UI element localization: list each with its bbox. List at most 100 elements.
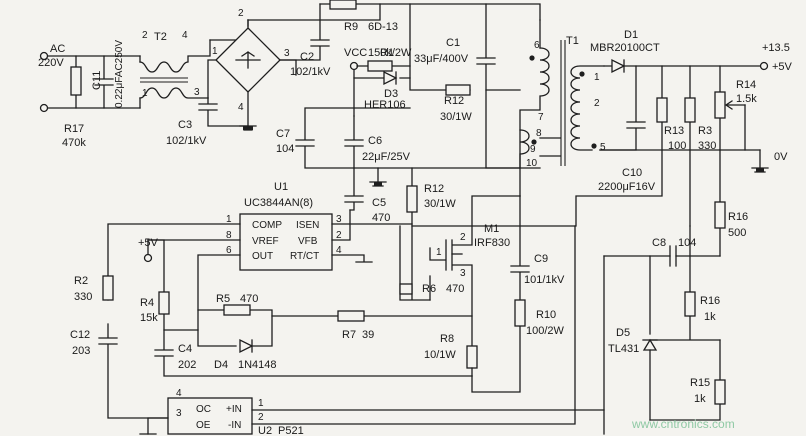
label-r10: R10 xyxy=(536,309,556,321)
label-c7-value: 104 xyxy=(276,143,294,155)
label-m1: M1 xyxy=(484,223,499,235)
r8-resistor xyxy=(466,345,478,369)
label-c4-value: 202 xyxy=(178,359,196,371)
plus5v-terminal xyxy=(143,253,153,263)
label-plus13-5: +13.5 xyxy=(762,42,790,54)
label-d3-ref: D3 xyxy=(384,88,398,100)
u1-pin-2: 2 xyxy=(336,230,342,241)
r9-thermistor xyxy=(329,0,357,10)
r6-resistor xyxy=(399,283,413,295)
label-d1: D1 xyxy=(624,29,638,41)
t2-pin-1: 1 xyxy=(142,88,148,99)
output-terminal xyxy=(759,61,769,71)
u2-pin-2: 2 xyxy=(258,412,264,423)
t1-pin-5: 5 xyxy=(600,142,606,153)
label-r4-value: 15k xyxy=(140,312,158,324)
label-r12b-value: 30/1W xyxy=(424,198,456,210)
bridge-pin-4: 4 xyxy=(238,102,244,113)
uc3844-chip xyxy=(239,213,333,271)
label-c1-value: 33μF/400V xyxy=(414,53,469,65)
t1-pin-1: 1 xyxy=(594,72,600,83)
r10-resistor xyxy=(514,299,526,327)
u1-pin-vfb: VFB xyxy=(298,236,318,247)
t1-pin-6: 6 xyxy=(534,40,540,51)
label-220v: 220V xyxy=(38,57,64,69)
label-r12a-value: 30/1W xyxy=(440,111,472,123)
label-r14: R14 xyxy=(736,79,756,91)
label-r16a-value: 500 xyxy=(728,227,746,239)
t1-pin-10: 10 xyxy=(526,158,538,169)
u1-pin-out: OUT xyxy=(252,251,273,262)
label-r2: R2 xyxy=(74,275,88,287)
label-ac: AC xyxy=(50,43,65,55)
label-c8: C8 xyxy=(652,237,666,249)
label-d3-value: HER106 xyxy=(364,99,406,111)
label-d4: D4 xyxy=(214,359,228,371)
r5-resistor xyxy=(223,304,251,316)
r13-resistor xyxy=(656,97,668,123)
label-r16b-value: 1k xyxy=(704,311,716,323)
label-c11-value: 0.22μFAC250V xyxy=(114,40,125,108)
label-c4: C4 xyxy=(178,343,192,355)
t2-pin-4: 4 xyxy=(182,30,188,41)
label-r1: R1 xyxy=(380,47,394,59)
t1-pin-8: 8 xyxy=(536,128,542,139)
t2-pin-3: 3 xyxy=(194,87,200,98)
bridge-pin-1: 1 xyxy=(212,46,218,57)
label-r9: R9 xyxy=(344,21,358,33)
label-u2: U2 xyxy=(258,425,272,436)
m1-pin-1: 1 xyxy=(436,247,442,258)
u1-pin-isen: ISEN xyxy=(296,220,319,231)
label-c9-value: 101/1kV xyxy=(524,274,565,286)
label-c6: C6 xyxy=(368,135,382,147)
label-r7: R7 xyxy=(342,329,356,341)
r14-potentiometer xyxy=(714,91,726,119)
ac-terminal-bottom xyxy=(39,103,49,113)
label-c11: C11 xyxy=(91,71,103,90)
label-r10-value: 100/2W xyxy=(526,325,565,337)
u2-pin-plus-in: +IN xyxy=(226,404,242,415)
label-r14-value: 1.5k xyxy=(736,93,757,105)
label-r13: R13 xyxy=(664,125,684,137)
label-t2: T2 xyxy=(154,31,167,43)
label-r8: R8 xyxy=(440,333,454,345)
label-c10: C10 xyxy=(622,167,642,179)
label-r6: R6 xyxy=(422,283,436,295)
label-c12: C12 xyxy=(70,329,90,341)
u2-pin-minus-in: -IN xyxy=(228,420,241,431)
label-c1: C1 xyxy=(446,37,460,49)
label-r7-value: 39 xyxy=(362,329,374,341)
label-t1: T1 xyxy=(566,35,579,47)
r7-resistor xyxy=(337,310,365,322)
bridge-pin-2: 2 xyxy=(238,8,244,19)
label-r16b: R16 xyxy=(700,295,720,307)
label-plus5v: +5V xyxy=(138,237,159,249)
r2-resistor xyxy=(102,275,114,301)
label-r5-value: 470 xyxy=(240,293,258,305)
r12-gate-resistor xyxy=(406,185,418,213)
label-r17: R17 xyxy=(64,123,84,135)
label-c10-value: 2200μF16V xyxy=(598,181,656,193)
r4-resistor xyxy=(158,291,170,315)
label-c3-value: 102/1kV xyxy=(166,135,207,147)
label-vcc: VCC xyxy=(344,47,367,59)
label-d4-value: 1N4148 xyxy=(238,359,277,371)
label-r6-value: 470 xyxy=(446,283,464,295)
u2-pin-1: 1 xyxy=(258,398,264,409)
label-r2-value: 330 xyxy=(74,291,92,303)
label-r5: R5 xyxy=(216,293,230,305)
label-r9-value: 6D-13 xyxy=(368,21,398,33)
label-u1: U1 xyxy=(274,181,288,193)
label-r15-value: 1k xyxy=(694,393,706,405)
label-c5-value: 470 xyxy=(372,212,390,224)
label-c2: C2 xyxy=(300,51,314,63)
label-c5: C5 xyxy=(372,197,386,209)
r15-resistor xyxy=(714,379,726,405)
u1-pin-6: 6 xyxy=(226,245,232,256)
t2-pin-2: 2 xyxy=(142,30,148,41)
t1-pin-9: 9 xyxy=(530,144,536,155)
r12-snubber-resistor xyxy=(445,84,471,96)
label-r16a: R16 xyxy=(728,211,748,223)
